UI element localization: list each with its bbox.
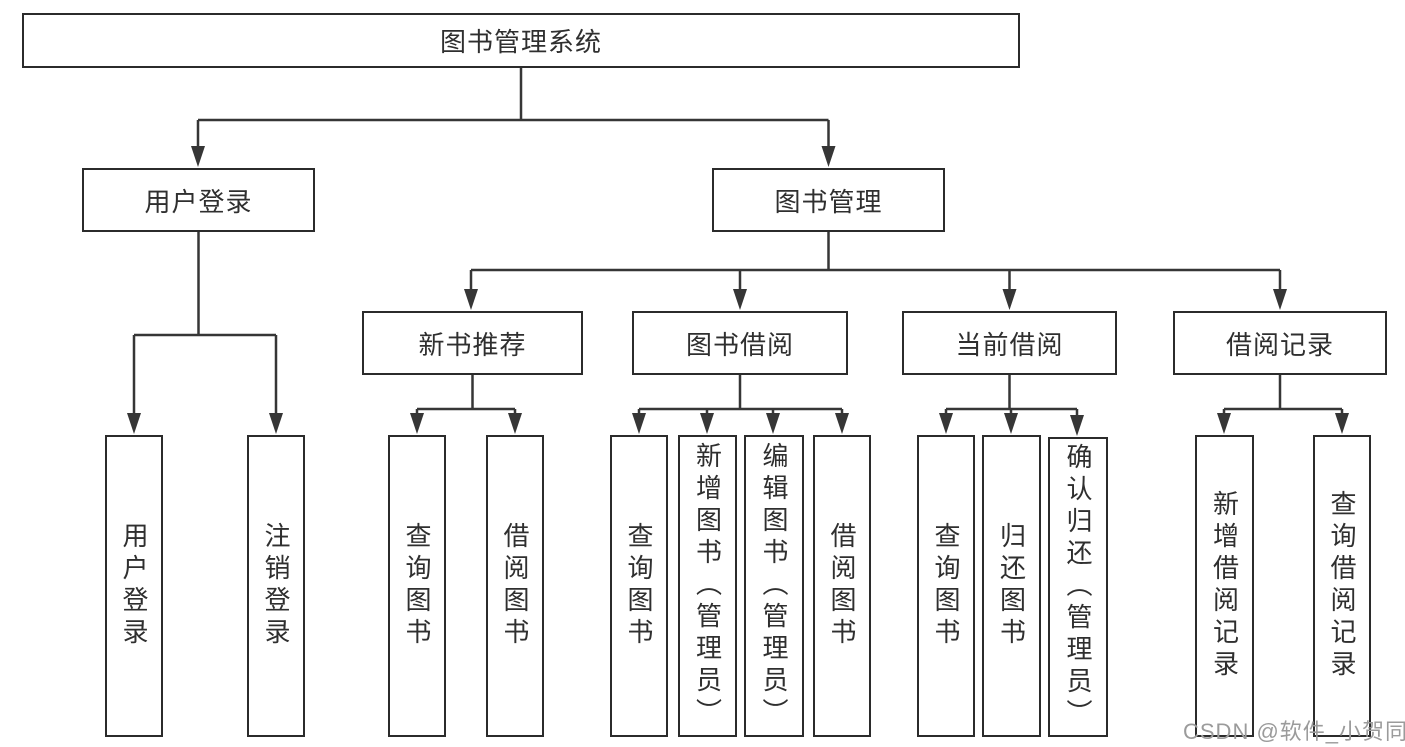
leaf-records-add-record: 新增借阅记录: [1195, 435, 1254, 737]
leaf-newbook-borrow-books-label: 借阅图书: [500, 522, 530, 650]
leaf-borrow-add-books-admin-label: 新增图书（管理员）: [692, 442, 723, 730]
leaf-current-query-books: 查询图书: [917, 435, 975, 737]
leaf-newbook-query-books-label: 查询图书: [402, 522, 432, 650]
node-current-borrowing: 当前借阅: [902, 311, 1117, 375]
leaf-records-query-record-label: 查询借阅记录: [1327, 490, 1357, 682]
leaf-borrow-query-books: 查询图书: [610, 435, 668, 737]
leaf-borrow-borrow-books-label: 借阅图书: [827, 522, 857, 650]
node-user-login-label: 用户登录: [144, 186, 253, 217]
node-current-borrowing-label: 当前借阅: [955, 329, 1064, 360]
node-book-borrowing: 图书借阅: [632, 311, 848, 375]
node-new-book-recommendation-label: 新书推荐: [418, 329, 527, 360]
node-book-borrowing-label: 图书借阅: [685, 329, 794, 360]
leaf-user-login-label: 用户登录: [119, 522, 149, 650]
leaf-records-query-record: 查询借阅记录: [1313, 435, 1371, 737]
leaf-borrow-add-books-admin: 新增图书（管理员）: [678, 435, 737, 737]
node-borrowing-records-label: 借阅记录: [1225, 329, 1334, 360]
node-borrowing-records: 借阅记录: [1173, 311, 1387, 375]
leaf-newbook-borrow-books: 借阅图书: [486, 435, 544, 737]
leaf-borrow-query-books-label: 查询图书: [624, 522, 654, 650]
leaf-records-add-record-label: 新增借阅记录: [1209, 490, 1240, 682]
leaf-current-confirm-return-admin-label: 确认归还（管理员）: [1063, 443, 1093, 731]
node-library-system: 图书管理系统: [22, 13, 1020, 68]
leaf-current-return-books-label: 归还图书: [996, 522, 1027, 650]
leaf-user-login: 用户登录: [105, 435, 163, 737]
node-new-book-recommendation: 新书推荐: [362, 311, 583, 375]
leaf-current-return-books: 归还图书: [982, 435, 1041, 737]
node-book-management: 图书管理: [712, 168, 945, 232]
leaf-newbook-query-books: 查询图书: [388, 435, 446, 737]
node-user-login: 用户登录: [82, 168, 315, 232]
leaf-borrow-edit-books-admin: 编辑图书（管理员）: [744, 435, 804, 737]
leaf-current-confirm-return-admin: 确认归还（管理员）: [1048, 437, 1108, 737]
leaf-borrow-borrow-books: 借阅图书: [813, 435, 871, 737]
node-book-management-label: 图书管理: [774, 186, 883, 217]
leaf-logout-login: 注销登录: [247, 435, 305, 737]
leaf-logout-login-label: 注销登录: [261, 522, 291, 650]
csdn-watermark: CSDN @软件_小贺同学: [1183, 719, 1405, 744]
leaf-current-query-books-label: 查询图书: [931, 522, 961, 650]
leaf-borrow-edit-books-admin-label: 编辑图书（管理员）: [759, 442, 789, 730]
node-library-system-label: 图书管理系统: [439, 27, 602, 57]
